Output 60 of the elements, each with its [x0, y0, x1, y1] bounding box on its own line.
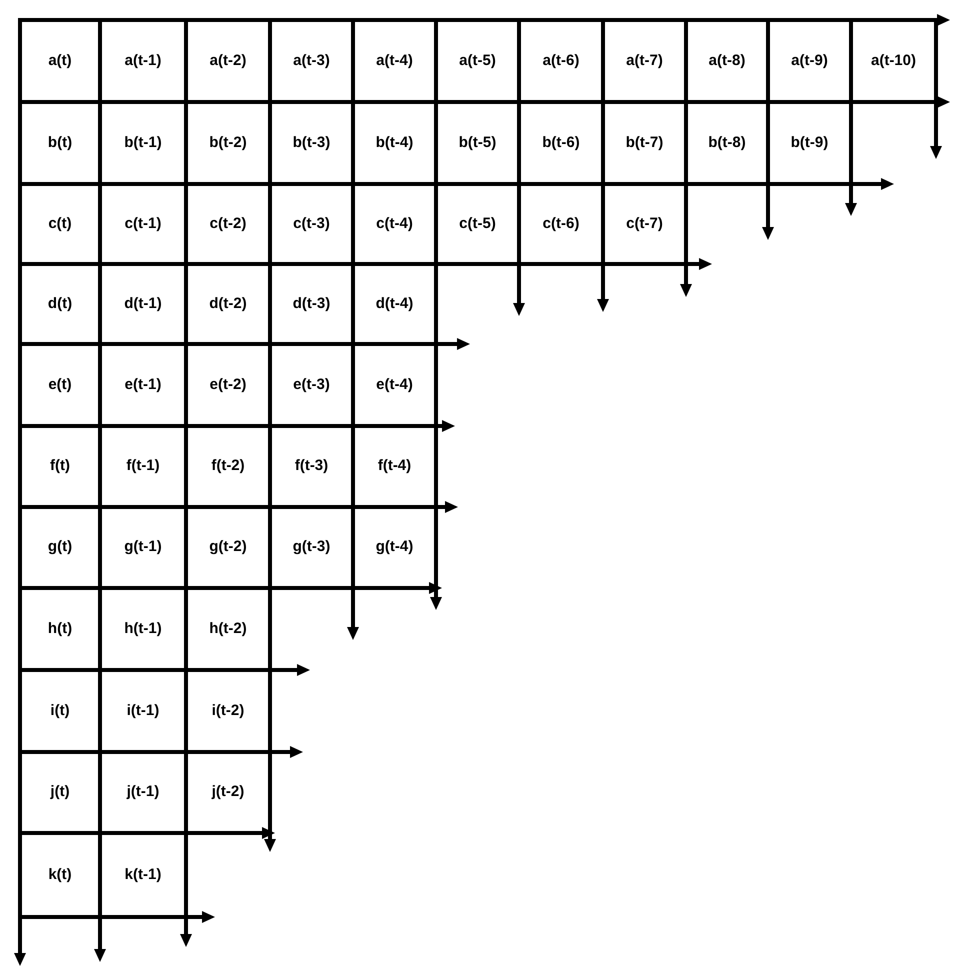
cell-text: c(t-6) — [542, 214, 580, 234]
cell-text: g(t) — [48, 537, 72, 558]
cell-text: d(t-2) — [209, 294, 247, 314]
cell-text: d(t-3) — [292, 294, 330, 314]
cell-text: c(t-5) — [459, 214, 496, 234]
cell-text: d(t-4) — [376, 294, 414, 314]
cell-text: b(t-9) — [790, 132, 828, 153]
cell-text: e(t-2) — [210, 374, 246, 395]
cell-text: k(t) — [48, 864, 72, 885]
cell-text: i(t) — [50, 700, 70, 721]
cell-text: a(t-6) — [542, 50, 580, 71]
cell-text: e(t-3) — [293, 374, 330, 395]
cell-text: h(t) — [48, 618, 72, 639]
cell-text: h(t-2) — [209, 618, 247, 639]
cell-text: h(t-1) — [124, 618, 162, 639]
cell-text: j(t-1) — [126, 782, 160, 802]
cell-text: c(t-7) — [626, 214, 663, 234]
cell-text: f(t-4) — [378, 456, 412, 476]
cell-text: b(t-3) — [292, 132, 330, 153]
cell-text: i(t-1) — [126, 700, 160, 721]
cell-text: a(t-8) — [708, 50, 746, 71]
cell-text: c(t-2) — [210, 214, 246, 234]
cell-text: c(t) — [48, 214, 72, 234]
cell-text: c(t-4) — [376, 214, 413, 234]
cell-text: b(t) — [48, 132, 72, 153]
cell-text: b(t-5) — [458, 132, 496, 153]
cell-text: d(t-1) — [124, 294, 162, 314]
cell-text: f(t) — [50, 456, 70, 476]
cell-text: b(t-1) — [124, 132, 162, 153]
cell-text: j(t) — [50, 782, 70, 802]
cell-text: e(t-4) — [376, 374, 413, 395]
cell-text: a(t-4) — [376, 50, 413, 71]
cell-text: a(t-9) — [791, 50, 828, 71]
cell-text: e(t) — [48, 374, 72, 395]
cell-text: b(t-8) — [708, 132, 746, 153]
cell-text: b(t-4) — [376, 132, 414, 153]
cell-text: e(t-1) — [124, 374, 162, 395]
cell-text: b(t-2) — [209, 132, 247, 153]
cell-text: c(t-3) — [293, 214, 330, 234]
cell-text: g(t-2) — [209, 537, 247, 558]
cell-text: a(t-7) — [626, 50, 663, 71]
cell-text: c(t-1) — [124, 214, 162, 234]
cell-text: j(t-2) — [212, 782, 244, 802]
cell-text: i(t-2) — [212, 700, 244, 721]
cell-text: g(t-4) — [376, 537, 414, 558]
cell-text: f(t-1) — [126, 456, 160, 476]
cell-text: d(t) — [48, 294, 72, 314]
cell-text: a(t) — [48, 50, 72, 71]
cell-text: a(t-2) — [210, 50, 246, 71]
cell-text: k(t-1) — [124, 864, 162, 885]
cell-text: a(t-5) — [459, 50, 496, 71]
cell-text: a(t-3) — [293, 50, 330, 71]
cell-text: a(t-10) — [870, 50, 916, 71]
cell-text: f(t-2) — [211, 456, 245, 476]
cell-text: g(t-3) — [292, 537, 330, 558]
cell-text: g(t-1) — [124, 537, 162, 558]
cell-text: a(t-1) — [124, 50, 162, 71]
cell-text: b(t-6) — [542, 132, 580, 153]
cell-text: b(t-7) — [626, 132, 664, 153]
cell-text: f(t-3) — [294, 456, 328, 476]
